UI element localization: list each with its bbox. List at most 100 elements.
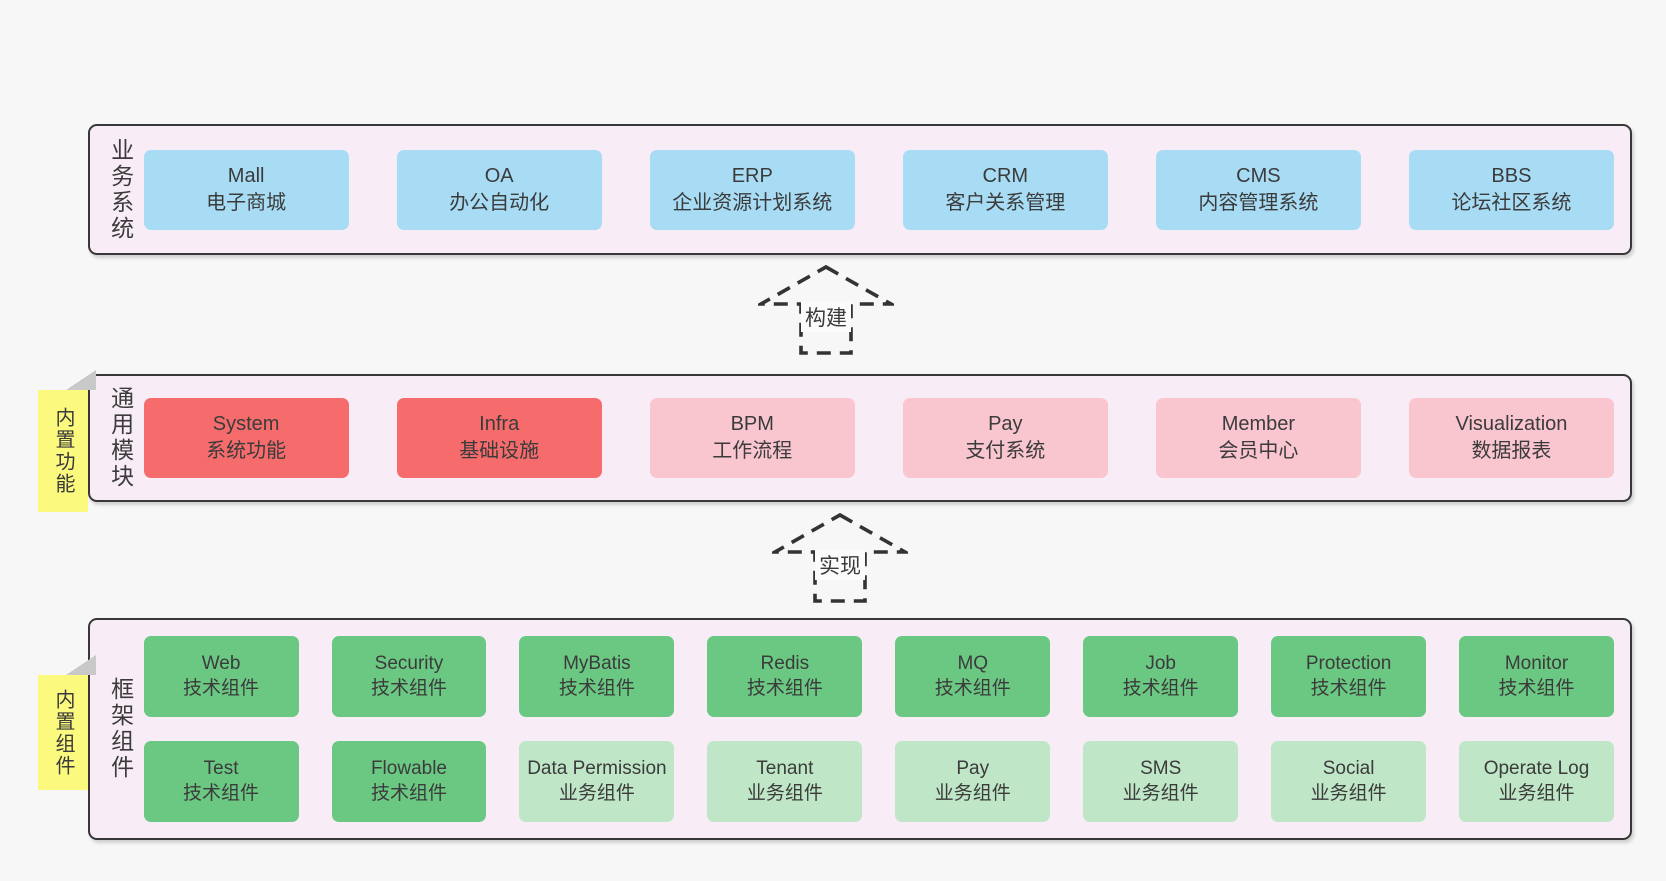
box-desc: 系统功能 [206, 440, 287, 462]
box-desc: 客户关系管理 [945, 191, 1066, 214]
box-monitor: Monitor 技术组件 [1459, 636, 1614, 717]
box-system: System 系统功能 [143, 398, 349, 478]
layer-label-modules: 通用模块 [107, 386, 134, 490]
box-name: Test [203, 757, 239, 779]
box-name: Pay [956, 757, 990, 779]
sticky-fold-icon [66, 655, 96, 675]
sticky-note-builtin-features: 内置功能 [38, 370, 96, 512]
box-redis: Redis 技术组件 [707, 636, 863, 717]
sticky-label: 内置组件 [52, 688, 74, 777]
box-name: Redis [760, 652, 810, 674]
arrow-build-label: 构建 [801, 302, 851, 332]
box-desc: 业务组件 [558, 782, 635, 804]
box-name: Pay [988, 413, 1023, 435]
box-name: Tenant [756, 757, 814, 779]
box-name: BPM [730, 413, 774, 435]
box-desc: 会员中心 [1218, 440, 1299, 462]
box-bbs: BBS 论坛社区系统 [1408, 149, 1614, 230]
box-name: BBS [1491, 164, 1532, 187]
box-erp: ERP 企业资源计划系统 [649, 149, 855, 230]
box-bpm: BPM 工作流程 [649, 398, 855, 478]
box-protection: Protection 技术组件 [1271, 636, 1427, 717]
box-desc: 技术组件 [934, 677, 1011, 699]
box-tenant: Tenant 业务组件 [707, 741, 863, 822]
arrow-implement: 实现 [772, 512, 908, 604]
box-name: Flowable [370, 757, 447, 779]
box-name: Mall [227, 164, 265, 187]
box-sms: SMS 业务组件 [1083, 741, 1239, 822]
box-name: Monitor [1504, 652, 1569, 674]
layer-label-business: 业务系统 [107, 137, 134, 242]
box-desc: 工作流程 [712, 440, 793, 462]
box-desc: 技术组件 [1310, 677, 1387, 699]
box-mybatis: MyBatis 技术组件 [519, 636, 675, 717]
box-desc: 内容管理系统 [1198, 191, 1319, 214]
box-mall: Mall 电子商城 [143, 149, 349, 230]
box-cms: CMS 内容管理系统 [1155, 149, 1361, 230]
arrow-implement-label: 实现 [815, 550, 865, 580]
box-name: Web [201, 652, 241, 674]
box-desc: 技术组件 [746, 677, 823, 699]
sticky-fold-icon [66, 370, 96, 390]
box-desc: 基础设施 [459, 440, 540, 462]
box-name: Member [1221, 413, 1296, 435]
box-name: ERP [731, 164, 773, 187]
box-name: Visualization [1455, 413, 1568, 435]
box-name: CRM [982, 164, 1029, 187]
box-name: System [212, 413, 280, 435]
box-name: SMS [1140, 757, 1182, 779]
box-security: Security 技术组件 [331, 636, 487, 717]
box-desc: 业务组件 [1122, 782, 1199, 804]
sticky-label: 内置功能 [52, 407, 74, 495]
box-desc: 技术组件 [1498, 677, 1575, 699]
box-mq: MQ 技术组件 [895, 636, 1051, 717]
layer-framework-components: 框架组件 Web 技术组件 Security 技术组件 MyBatis 技术组件… [88, 618, 1632, 840]
box-name: Operate Log [1483, 757, 1590, 779]
box-desc: 电子商城 [206, 191, 287, 214]
layer-business-systems: 业务系统 Mall 电子商城 OA 办公自动化 ERP 企业资源计划系统 CRM… [88, 124, 1632, 255]
box-desc: 业务组件 [1498, 782, 1575, 804]
arrow-up-icon [758, 264, 894, 355]
box-name: Data Permission [527, 757, 667, 779]
box-social: Social 业务组件 [1271, 741, 1427, 822]
box-name: Security [374, 652, 444, 674]
box-desc: 技术组件 [1122, 677, 1199, 699]
arrow-build: 构建 [758, 264, 894, 356]
box-desc: 技术组件 [183, 677, 260, 699]
box-name: Social [1322, 757, 1375, 779]
box-desc: 技术组件 [370, 677, 447, 699]
box-operate-log: Operate Log 业务组件 [1459, 741, 1614, 822]
box-desc: 企业资源计划系统 [672, 191, 833, 214]
box-pay-component: Pay 业务组件 [895, 741, 1051, 822]
sticky-note-builtin-components: 内置组件 [38, 655, 96, 790]
box-crm: CRM 客户关系管理 [902, 149, 1108, 230]
box-name: OA [484, 164, 514, 187]
box-oa: OA 办公自动化 [396, 149, 602, 230]
box-desc: 数据报表 [1471, 440, 1552, 462]
box-pay-module: Pay 支付系统 [902, 398, 1108, 478]
arrow-up-icon [772, 512, 908, 603]
box-flowable: Flowable 技术组件 [331, 741, 487, 822]
layer-common-modules: 通用模块 System 系统功能 Infra 基础设施 BPM 工作流程 Pay… [88, 374, 1632, 502]
box-name: Infra [479, 413, 520, 435]
box-desc: 办公自动化 [449, 191, 550, 214]
box-infra: Infra 基础设施 [396, 398, 602, 478]
box-name: MyBatis [563, 652, 631, 674]
box-desc: 支付系统 [965, 440, 1046, 462]
box-data-permission: Data Permission 业务组件 [519, 741, 675, 822]
box-name: CMS [1236, 164, 1281, 187]
box-web: Web 技术组件 [143, 636, 299, 717]
box-desc: 技术组件 [370, 782, 447, 804]
box-member: Member 会员中心 [1155, 398, 1361, 478]
box-desc: 业务组件 [934, 782, 1011, 804]
box-visualization: Visualization 数据报表 [1408, 398, 1614, 478]
box-name: Protection [1305, 652, 1392, 674]
box-desc: 论坛社区系统 [1451, 191, 1572, 214]
box-desc: 业务组件 [1310, 782, 1387, 804]
box-name: Job [1145, 652, 1176, 674]
box-name: MQ [957, 652, 989, 674]
box-desc: 技术组件 [183, 782, 260, 804]
box-job: Job 技术组件 [1083, 636, 1239, 717]
box-desc: 技术组件 [558, 677, 635, 699]
